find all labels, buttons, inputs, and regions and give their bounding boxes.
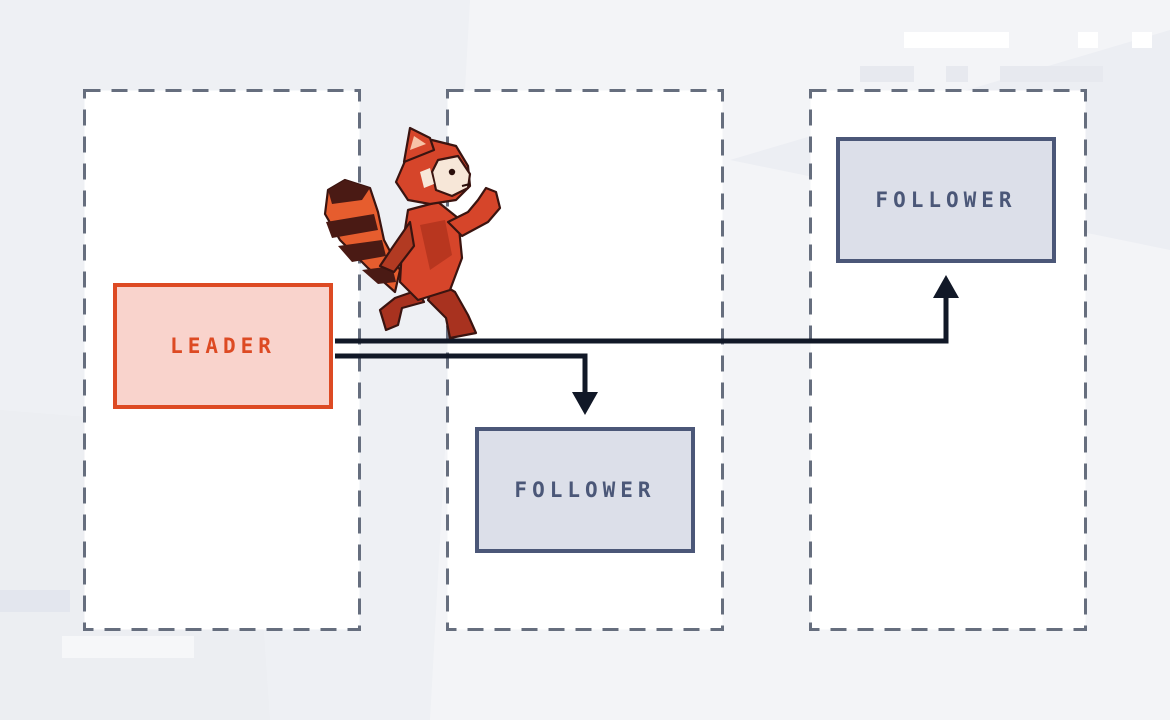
arrowhead-down-icon (572, 392, 598, 415)
background-bar (62, 636, 194, 658)
background-bar (0, 590, 70, 612)
background-bar (904, 32, 1009, 48)
background-bar (860, 66, 914, 82)
leader-label: LEADER (170, 334, 276, 358)
follower-label: FOLLOWER (875, 188, 1017, 212)
follower-node-right: FOLLOWER (836, 137, 1056, 263)
red-panda-mascot-icon (323, 126, 502, 340)
edge-leader-to-follower-middle (335, 353, 598, 415)
follower-node-middle: FOLLOWER (475, 427, 695, 553)
background-bar (1078, 32, 1098, 48)
background-bar (946, 66, 968, 82)
follower-label: FOLLOWER (514, 478, 656, 502)
edge-leader-to-follower-right (335, 275, 959, 344)
background-bar (1000, 66, 1103, 82)
background-bar (1132, 32, 1152, 48)
leader-node: LEADER (113, 283, 333, 409)
arrowhead-up-icon (933, 275, 959, 298)
